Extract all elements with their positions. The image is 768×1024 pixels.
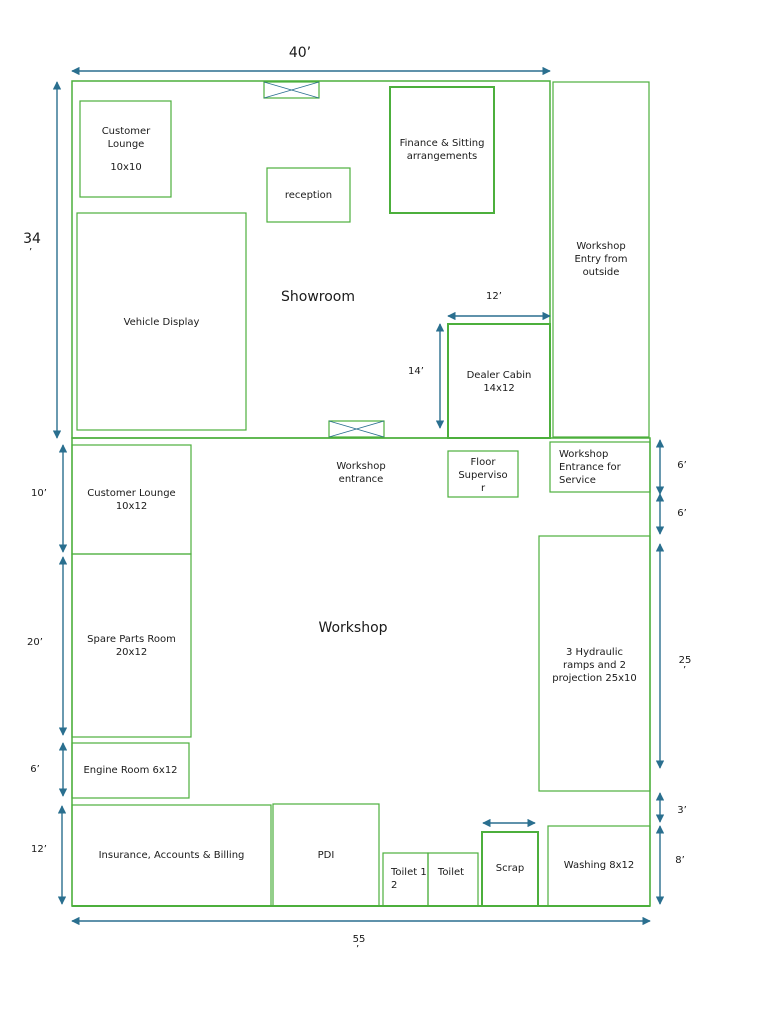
toilet-2-room xyxy=(427,852,479,907)
toilet-1-label: Toilet 1 2 xyxy=(391,866,431,892)
floor-supervisor-line3: r xyxy=(480,483,486,494)
showroom-title: Showroom xyxy=(281,289,355,305)
reception-label: reception xyxy=(284,190,333,201)
engine-room-label: Engine Room 6x12 xyxy=(83,765,178,776)
service-entrance-line2: Entrance for xyxy=(559,462,621,473)
customer-lounge-showroom-line1: Customer xyxy=(101,126,151,137)
workshop-entry-label: Workshop Entry from outside xyxy=(556,240,646,279)
dealer-cabin-line1: Dealer Cabin xyxy=(466,370,532,381)
dim-lounge-height-label: 10’ xyxy=(31,488,47,499)
dim-dealer-height-label: 14’ xyxy=(408,366,424,377)
dim-right-gap-label: 6’ xyxy=(677,508,687,519)
dim-ramps-height-tick: ’ xyxy=(683,665,687,676)
service-entrance-line1: Workshop xyxy=(559,449,609,460)
dealer-cabin-line2: 14x12 xyxy=(483,383,515,394)
workshop-entry-line2: Entry from xyxy=(574,254,628,265)
pdi-room xyxy=(272,803,380,907)
dim-left-height-label: 34 xyxy=(23,231,41,247)
spare-parts-line2: 20x12 xyxy=(115,647,148,658)
finance-line2: arrangements xyxy=(406,151,478,162)
workshop-entry-line3: outside xyxy=(582,267,620,278)
customer-lounge-workshop-line2: 10x12 xyxy=(115,501,148,512)
engine-room xyxy=(71,742,190,799)
dim-spare-height-label: 20’ xyxy=(27,637,43,648)
vehicle-display-label: Vehicle Display xyxy=(123,317,200,328)
toilet-2-label: Toilet xyxy=(437,867,465,878)
ramps-line3: projection 25x10 xyxy=(552,673,637,684)
dim-dealer-width-label: 12’ xyxy=(486,291,502,302)
service-entrance-line3: Service xyxy=(559,475,596,486)
ramps-label: 3 Hydraulic ramps and 2 projection 25x10 xyxy=(542,646,647,685)
dim-left-height-tick: ’ xyxy=(29,247,33,258)
dim-billing-height-label: 12’ xyxy=(31,844,47,855)
ramps-line2: ramps and 2 xyxy=(562,660,627,671)
reception-room xyxy=(266,167,351,223)
dim-engine-height-label: 6’ xyxy=(30,764,40,775)
floor-supervisor-line1: Floor xyxy=(470,457,496,468)
workshop-entrance-line1: Workshop xyxy=(336,461,386,472)
dim-right-entrance-label: 6’ xyxy=(677,460,687,471)
customer-lounge-workshop-label: Customer Lounge 10x12 xyxy=(74,487,189,513)
finance-label: Finance & Sitting arrangements xyxy=(392,137,492,163)
workshop-entry-room xyxy=(552,81,650,438)
workshop-title: Workshop xyxy=(318,620,388,636)
dim-top-width-label: 40’ xyxy=(288,45,312,61)
billing-label: Insurance, Accounts & Billing xyxy=(98,850,245,861)
customer-lounge-workshop-line1: Customer Lounge xyxy=(87,488,176,499)
dim-right-gap2-label: 3’ xyxy=(677,805,687,816)
ramps-line1: 3 Hydraulic xyxy=(566,647,623,658)
spare-parts-label: Spare Parts Room 20x12 xyxy=(74,633,189,659)
ramps-area xyxy=(538,535,651,792)
scrap-room xyxy=(481,831,539,907)
service-entrance-room xyxy=(549,441,651,493)
workshop-entry-line1: Workshop xyxy=(576,241,626,252)
spare-parts-room xyxy=(71,553,192,738)
spare-parts-line1: Spare Parts Room xyxy=(87,634,176,645)
customer-lounge-showroom-label: Customer Lounge 10x10 xyxy=(84,125,168,174)
workshop-entrance-label: Workshop entrance xyxy=(320,460,402,486)
toilet-1-line2: 2 xyxy=(391,880,398,891)
toilet-1-line1: Toilet 1 xyxy=(391,867,427,878)
dim-washing-height-label: 8’ xyxy=(675,855,685,866)
customer-lounge-showroom-size: 10x10 xyxy=(110,162,142,173)
finance-room xyxy=(389,86,495,214)
customer-lounge-showroom-line2: Lounge xyxy=(107,139,145,150)
floor-supervisor-label: Floor Superviso r xyxy=(450,456,516,495)
dim-ramps-height-label: 25 xyxy=(678,655,692,666)
service-entrance-label: Workshop Entrance for Service xyxy=(559,448,649,487)
floor-supervisor-line2: Superviso xyxy=(458,470,508,481)
dim-bottom-width-tick: ’ xyxy=(356,944,360,955)
dim-bottom-width-label: 55 xyxy=(352,934,366,945)
customer-lounge-showroom-room xyxy=(79,100,172,198)
pdi-label: PDI xyxy=(317,850,335,861)
washing-room xyxy=(547,825,651,907)
vehicle-display-room xyxy=(76,212,247,431)
washing-label: Washing 8x12 xyxy=(563,860,635,871)
scrap-label: Scrap xyxy=(495,863,525,874)
billing-room xyxy=(71,804,272,907)
floor-supervisor-room xyxy=(447,450,519,498)
dealer-cabin-label: Dealer Cabin 14x12 xyxy=(452,369,546,395)
workshop-entrance-line2: entrance xyxy=(338,474,384,485)
finance-line1: Finance & Sitting xyxy=(399,138,485,149)
